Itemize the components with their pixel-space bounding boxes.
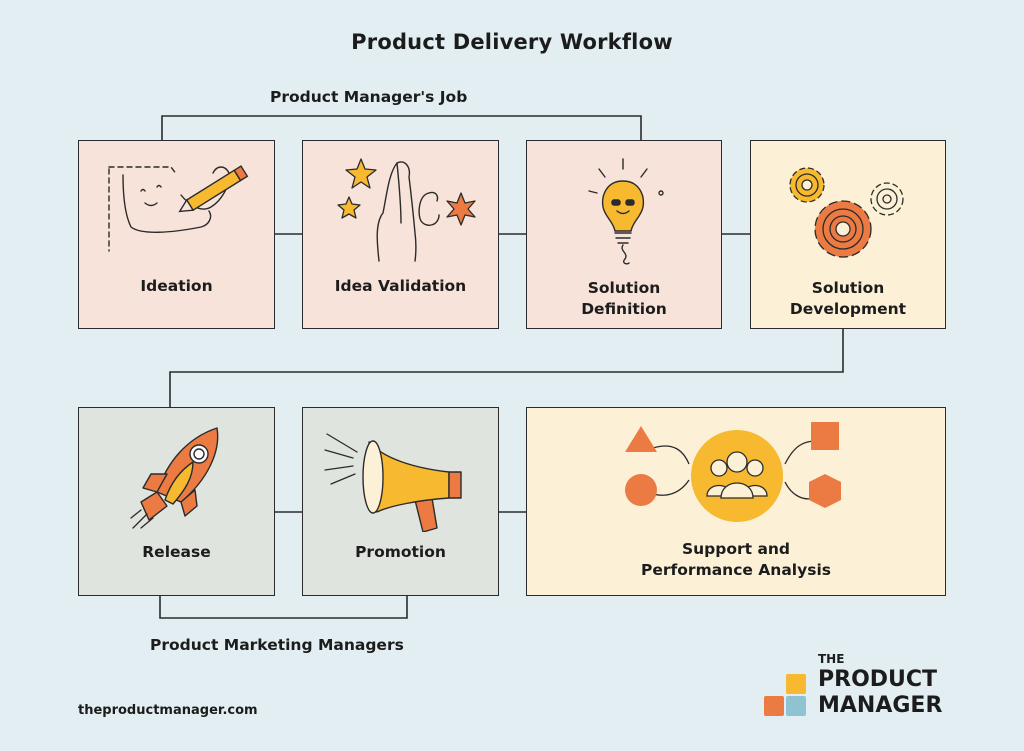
step-ideation: Ideation: [78, 140, 275, 329]
stars-hand-icon: [337, 158, 476, 262]
step-promotion: Promotion: [302, 407, 499, 596]
step-label: Release: [142, 543, 211, 561]
drawing-hand-icon: [108, 165, 249, 252]
footer-url: theproductmanager.com: [78, 703, 258, 718]
step-idea-validation: Idea Validation: [302, 140, 499, 329]
step-label: Support and Performance Analysis: [641, 540, 831, 579]
step-label: Promotion: [355, 543, 446, 561]
step-solution-definition: Solution Definition: [526, 140, 722, 329]
logo-line-the: THE: [818, 652, 845, 666]
gears-icon: [789, 167, 904, 258]
bottom-group-bracket: [159, 596, 408, 619]
megaphone-icon: [324, 433, 462, 532]
step-label: Solution Definition: [581, 279, 667, 318]
step-solution-development: Solution Development: [750, 140, 946, 329]
step-release: Release: [78, 407, 275, 596]
team-shapes-icon: [625, 422, 841, 522]
lightbulb-icon: [588, 158, 664, 265]
logo-blocks-icon: [764, 674, 806, 716]
top-group-label: Product Manager's Job: [270, 88, 468, 106]
step-label: Solution Development: [789, 279, 907, 318]
brand-logo: THE PRODUCT MANAGER: [762, 652, 962, 722]
link-4-5: [169, 328, 844, 408]
rocket-icon: [130, 427, 219, 529]
diagram-title: Product Delivery Workflow: [351, 30, 673, 54]
step-label: Idea Validation: [334, 277, 467, 295]
top-group-bracket: [161, 115, 642, 140]
bottom-group-label: Product Marketing Managers: [150, 636, 404, 654]
logo-line-manager: MANAGER: [818, 693, 943, 718]
step-label: Ideation: [140, 277, 213, 295]
step-support-performance-analysis: Support and Performance Analysis: [526, 407, 946, 596]
logo-line-product: PRODUCT: [818, 667, 938, 692]
